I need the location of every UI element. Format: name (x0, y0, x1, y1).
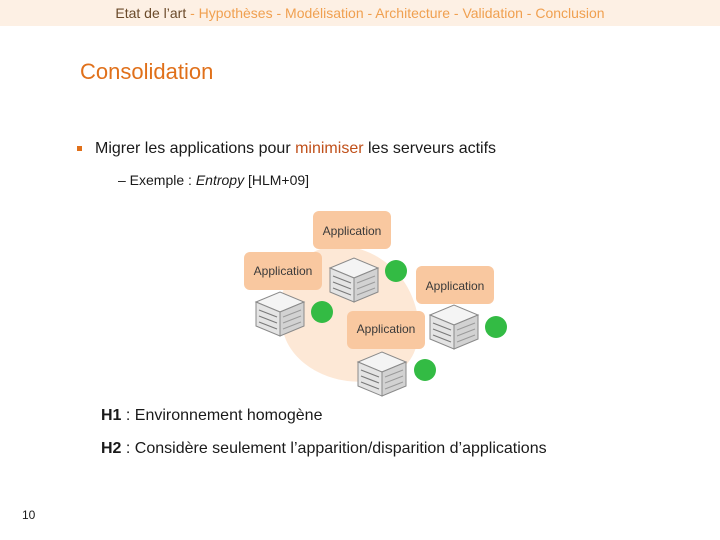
bullet-marker-icon (77, 146, 82, 151)
active-server-indicator-icon (414, 359, 436, 381)
breadcrumb-current[interactable]: Etat de l’art (115, 5, 187, 21)
active-server-indicator-icon (385, 260, 407, 282)
application-label: Application (426, 279, 485, 293)
breadcrumb-rest[interactable]: - Hypothèses - Modélisation - Architectu… (186, 5, 605, 21)
sub-bullet-italic: Entropy (195, 172, 245, 188)
hypothesis-2-label: H2 (101, 440, 122, 457)
sub-bullet-suffix: [HLM+09] (244, 172, 310, 188)
server-icon (357, 351, 407, 397)
server-icon (329, 257, 379, 303)
server-icon (429, 304, 479, 350)
application-box (313, 211, 391, 249)
top-navigation-bar (0, 0, 720, 26)
slide-title: Consolidation (80, 59, 214, 84)
hypothesis-2: H2 : Considère seulement l’apparition/di… (101, 440, 547, 458)
breadcrumb: Etat de l’art - Hypothèses - Modélisatio… (0, 5, 720, 21)
application-label: Application (323, 224, 382, 238)
hypothesis-1-text: : Environnement homogène (121, 407, 323, 424)
page-number: 10 (22, 508, 36, 522)
bullet-text-after: les serveurs actifs (363, 140, 497, 157)
server-icon (255, 291, 305, 337)
application-label: Application (254, 264, 313, 278)
sub-bullet-prefix: – Exemple : (118, 172, 196, 188)
bullet-text-before: Migrer les applications pour (95, 140, 296, 157)
bullet-highlight: minimiser (295, 140, 364, 157)
application-box (347, 311, 425, 349)
active-server-indicator-icon (311, 301, 333, 323)
application-label: Application (357, 322, 416, 336)
application-box (244, 252, 322, 290)
active-server-indicator-icon (485, 316, 507, 338)
hypothesis-1: H1 : Environnement homogène (101, 407, 322, 425)
bullet-text: Migrer les applications pour minimiser l… (95, 140, 496, 158)
application-box (416, 266, 494, 304)
hypothesis-1-label: H1 (101, 407, 122, 424)
sub-bullet-text: – Exemple : Entropy [HLM+09] (118, 172, 309, 188)
hypothesis-2-text: : Considère seulement l’apparition/dispa… (121, 440, 547, 457)
